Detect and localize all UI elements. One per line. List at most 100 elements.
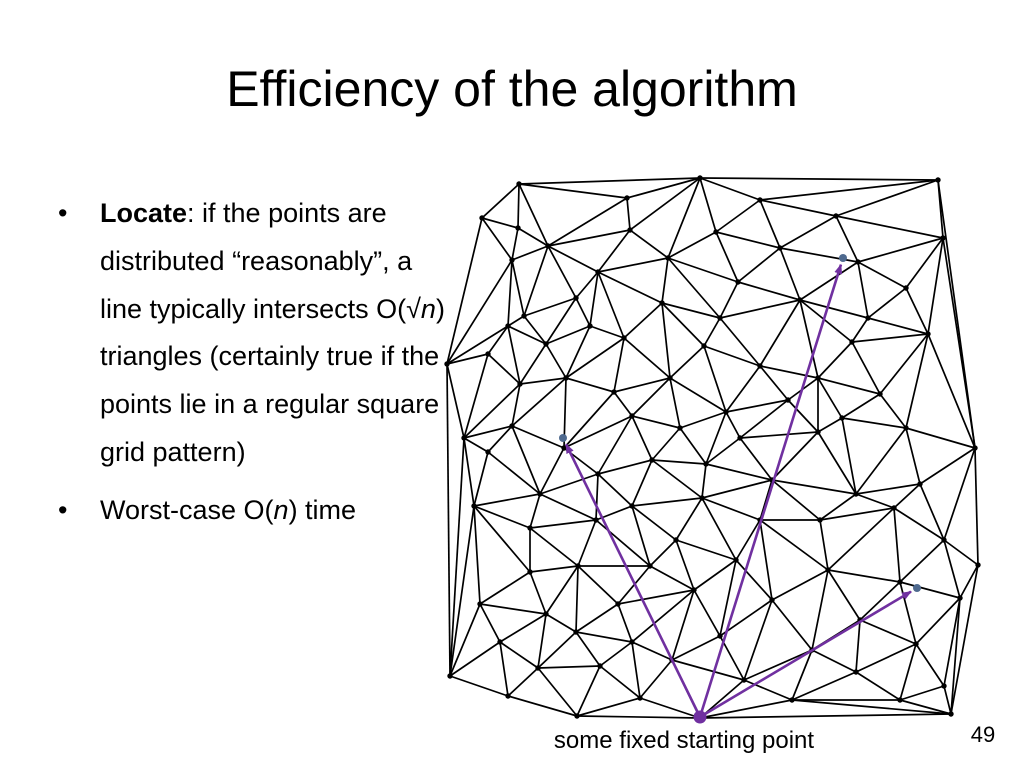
- locate-term: Locate: [100, 198, 188, 228]
- triangulation-edge: [667, 231, 717, 259]
- triangulation-edge: [446, 259, 513, 365]
- triangulation-edge: [517, 183, 520, 229]
- triangulation-edge: [942, 237, 976, 449]
- triangulation-edge: [575, 631, 601, 667]
- triangulation-edge: [759, 365, 789, 401]
- triangulation-edge: [771, 479, 857, 495]
- triangulation-edge: [537, 631, 577, 669]
- triangulation-edge: [701, 479, 773, 499]
- triangulation-edge: [787, 399, 819, 433]
- triangulation-edge: [703, 345, 727, 413]
- triangulation-edge: [617, 589, 695, 605]
- triangulation-vertex: [447, 673, 453, 679]
- triangulation-edge: [675, 539, 737, 561]
- triangulation-edge: [701, 497, 761, 521]
- triangulation-edge: [631, 377, 671, 417]
- triangulation-vertex: [527, 569, 533, 575]
- triangulation-edge: [449, 641, 501, 677]
- triangulation-edge: [915, 597, 961, 645]
- triangulation-edge: [959, 564, 979, 599]
- triangulation-edge: [819, 507, 895, 521]
- triangulation-edge: [799, 299, 853, 343]
- triangulation-edge: [511, 227, 519, 261]
- triangulation-edge: [631, 505, 651, 567]
- triangulation-vertex: [717, 315, 723, 321]
- triangulation-edge: [626, 197, 631, 231]
- triangulation-vertex: [891, 505, 897, 511]
- triangulation-edge: [511, 245, 549, 261]
- triangulation-edge: [481, 217, 513, 261]
- triangulation-edge: [523, 245, 549, 317]
- triangulation-edge: [669, 377, 681, 429]
- triangulation-vertex: [741, 677, 747, 683]
- triangulation-vertex: [785, 397, 791, 403]
- triangulation-edge: [499, 613, 547, 643]
- triangulation-vertex: [697, 175, 703, 181]
- triangulation-edge: [743, 649, 813, 681]
- triangulation-edge: [703, 317, 721, 347]
- triangulation-edge: [699, 699, 793, 719]
- query-point: [559, 434, 567, 442]
- triangulation-vertex: [903, 285, 909, 291]
- triangulation-edge: [481, 183, 520, 219]
- triangulation-vertex: [624, 195, 630, 201]
- triangulation-vertex: [833, 213, 839, 219]
- triangulation-edge: [661, 302, 671, 379]
- triangulation-vertex: [733, 557, 739, 563]
- triangulation-edge: [737, 247, 781, 283]
- triangulation-edge: [851, 333, 929, 343]
- triangulation-edge: [771, 479, 821, 521]
- triangulation-vertex: [537, 491, 543, 497]
- triangulation-edge: [671, 659, 745, 681]
- triangulation-vertex: [485, 449, 491, 455]
- triangulation-edge: [679, 427, 707, 465]
- triangulation-edge: [511, 425, 565, 449]
- triangulation-edge: [518, 183, 628, 199]
- triangulation-vertex: [461, 435, 467, 441]
- triangulation-edge: [545, 343, 567, 379]
- triangulation-edge: [759, 199, 837, 217]
- triangulation-edge: [779, 215, 837, 249]
- walk-arrow: [698, 263, 843, 718]
- triangulation-edge: [669, 345, 705, 379]
- triangulation-edge: [613, 377, 671, 393]
- triangulation-vertex: [629, 639, 635, 645]
- triangulation-edge: [927, 333, 976, 449]
- triangulation-edge: [759, 299, 801, 367]
- triangulation-edge: [819, 493, 857, 521]
- triangulation-edge: [893, 507, 901, 583]
- triangulation-edge: [719, 599, 773, 637]
- triangulation-vertex: [497, 639, 503, 645]
- triangulation-edge: [899, 685, 945, 701]
- triangulation-edge: [545, 613, 577, 633]
- triangulation-edge: [893, 507, 945, 541]
- triangulation-edge: [679, 411, 727, 429]
- triangulation-edge: [463, 437, 489, 453]
- triangulation-edge: [473, 493, 541, 507]
- triangulation-edge: [545, 565, 579, 615]
- triangulation-vertex: [575, 563, 581, 569]
- triangulation-edge: [446, 325, 509, 365]
- triangulation-vertex: [865, 315, 871, 321]
- bullet-locate: •Locate: if the points are distributed “…: [58, 190, 453, 477]
- triangulation-edge: [905, 427, 976, 449]
- triangulation-edge: [529, 571, 547, 615]
- triangulation-edge: [950, 564, 979, 715]
- triangulation-edge: [817, 417, 843, 433]
- triangulation-edge: [725, 399, 789, 413]
- triangulation-edge: [661, 257, 669, 304]
- triangulation-edge: [905, 427, 921, 485]
- triangulation-edge: [487, 425, 513, 453]
- triangulation-edge: [835, 215, 944, 239]
- triangulation-edge: [859, 619, 917, 645]
- triangulation-vertex: [917, 481, 923, 487]
- triangulation-edge: [649, 565, 695, 591]
- triangulation-edge: [661, 302, 705, 347]
- triangulation-edge: [899, 581, 961, 599]
- triangulation-vertex: [505, 693, 511, 699]
- triangulation-edge: [487, 353, 521, 385]
- triangulation-vertex: [723, 409, 729, 415]
- triangulation-vertex: [527, 525, 533, 531]
- triangulation-edge: [575, 271, 599, 299]
